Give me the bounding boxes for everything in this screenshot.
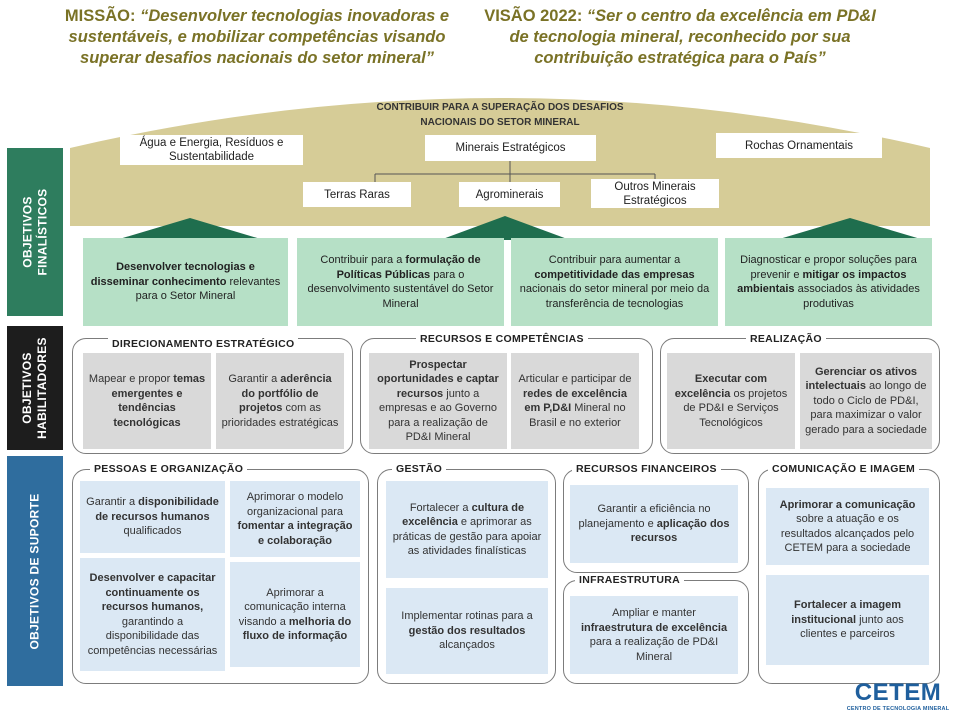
sup-infraestrutura-1: Ampliar e manter infraestrutura de excel… (570, 596, 738, 674)
dome-box-rochas-ornamentais: Rochas Ornamentais (716, 133, 882, 158)
arrows (116, 216, 924, 240)
arrow-up-3 (776, 218, 924, 240)
sup-comunicacao-2: Fortalecer a imagem institucional junto … (766, 575, 929, 665)
dome-box-terras-raras: Terras Raras (303, 182, 411, 207)
group-direcionamento-title: DIRECIONAMENTO ESTRATÉGICO (108, 338, 299, 350)
group-financeiros-title: RECURSOS FINANCEIROS (572, 463, 721, 475)
group-recursos-title: RECURSOS E COMPETÊNCIAS (416, 333, 588, 345)
finalistic-box-1: Desenvolver tecnologias e disseminar con… (83, 238, 288, 326)
dome-box-minerais-estrategicos: Minerais Estratégicos (425, 135, 596, 161)
hab-direcionamento-2: Garantir a aderência do portfólio de pro… (216, 353, 344, 449)
group-realizacao-title: REALIZAÇÃO (746, 333, 826, 345)
group-pessoas-title: PESSOAS E ORGANIZAÇÃO (90, 463, 248, 475)
group-infraestrutura-title: INFRAESTRUTURA (575, 574, 685, 586)
dome-box-agrominerais: Agrominerais (459, 182, 560, 207)
mission-label: MISSÃO: (64, 7, 136, 25)
hab-realizacao-2: Gerenciar os ativos intelectuais ao long… (800, 353, 932, 449)
cetem-logo: CETEM CENTRO DE TECNOLOGIA MINERAL (846, 679, 950, 713)
hab-recursos-1: Prospectar oportunidades e captar recurs… (369, 353, 507, 449)
finalistic-box-4: Diagnosticar e propor soluções para prev… (725, 238, 932, 326)
side-label-suporte: OBJETIVOS DE SUPORTE (7, 456, 63, 686)
cetem-logo-brand: CETEM (854, 679, 942, 706)
sup-pessoas-1: Garantir a disponibilidade de recursos h… (80, 481, 225, 553)
vision-label: VISÃO 2022: (484, 7, 583, 25)
hab-realizacao-1: Executar com excelência os projetos de P… (667, 353, 795, 449)
hab-direcionamento-1: Mapear e propor temas emergentes e tendê… (83, 353, 211, 449)
sup-financeiros-1: Garantir a eficiência no planejamento e … (570, 485, 738, 563)
cetem-logo-subtitle: CENTRO DE TECNOLOGIA MINERAL (846, 706, 950, 712)
sup-comunicacao-1: Aprimorar a comunicação sobre a atuação … (766, 488, 929, 565)
group-comunicacao-title: COMUNICAÇÃO E IMAGEM (768, 463, 920, 475)
sup-pessoas-3: Desenvolver e capacitar continuamente os… (80, 558, 225, 671)
group-gestao-title: GESTÃO (392, 463, 447, 475)
dome-box-agua-energia: Água e Energia, Resíduos e Sustentabilid… (120, 135, 303, 165)
side-label-suporte-text: OBJETIVOS DE SUPORTE (27, 492, 42, 650)
mission-statement: MISSÃO: “Desenvolver tecnologias inovado… (62, 6, 452, 69)
sup-gestao-1: Fortalecer a cultura de excelência e apr… (386, 481, 548, 578)
sup-pessoas-2: Aprimorar o modelo organizacional para f… (230, 481, 360, 557)
hab-recursos-2: Articular e participar de redes de excel… (511, 353, 639, 449)
sup-gestao-2: Implementar rotinas para a gestão dos re… (386, 588, 548, 674)
finalistic-box-2: Contribuir para a formulação de Política… (297, 238, 504, 326)
vision-text: “Ser o centro da excelência em PD&I de t… (509, 7, 876, 67)
mission-text: “Desenvolver tecnologias inovadoras e su… (68, 7, 450, 67)
vision-statement: VISÃO 2022: “Ser o centro da excelência … (478, 6, 882, 69)
finalistic-box-3: Contribuir para aumentar a competitivida… (511, 238, 718, 326)
arrow-up-2 (440, 216, 570, 240)
sup-pessoas-4: Aprimorar a comunicação interna visando … (230, 562, 360, 667)
side-label-habilitadores-text: OBJETIVOS HABILITADORES (20, 337, 50, 439)
dome-title: CONTRIBUIR PARA A SUPERAÇÃO DOS DESAFIOS… (376, 102, 624, 128)
side-label-habilitadores: OBJETIVOS HABILITADORES (7, 326, 63, 450)
dome-box-outros-minerais: Outros Minerais Estratégicos (591, 179, 719, 208)
side-label-finalisticos: OBJETIVOS FINALÍSTICOS (7, 148, 63, 316)
arrow-up-1 (116, 218, 264, 240)
